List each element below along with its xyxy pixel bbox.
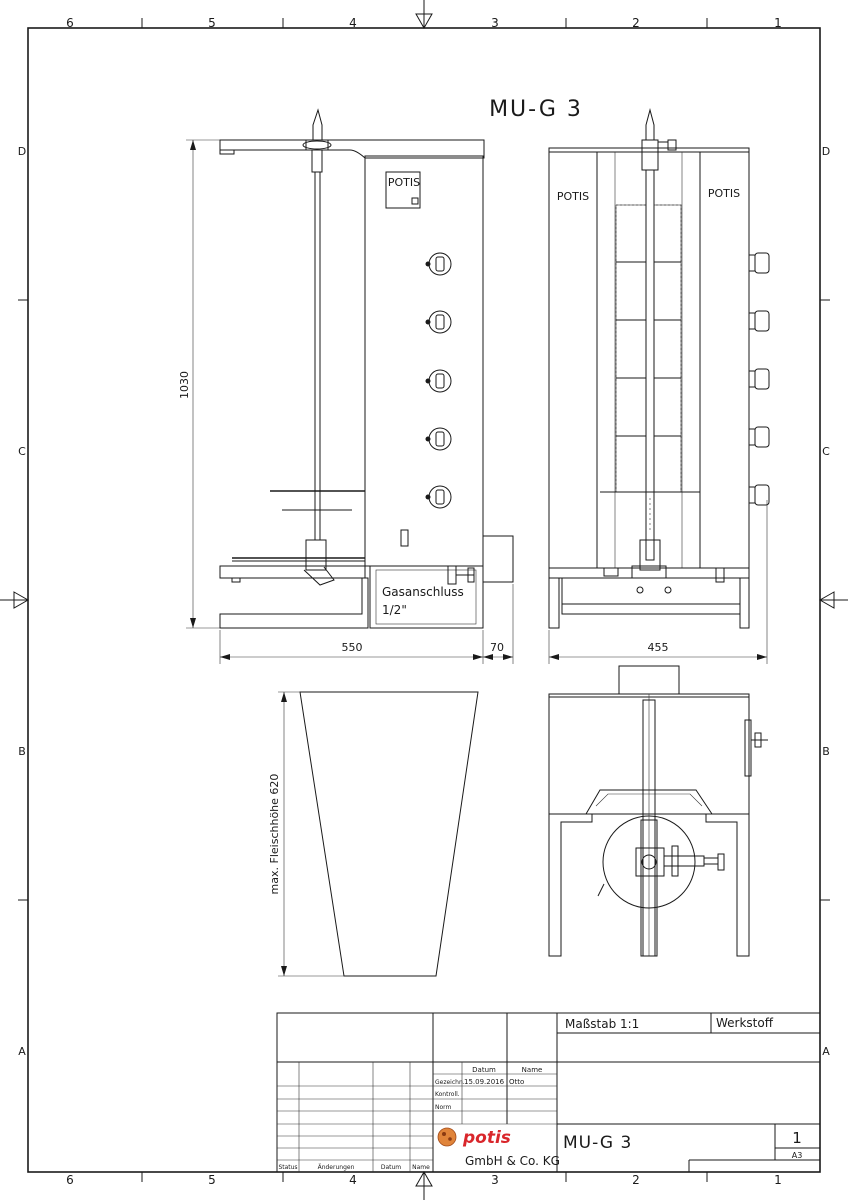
- title-block: Maßstab 1:1 Werkstoff Datum Name Gezeich…: [276, 1012, 821, 1173]
- footer-changes-label: Änderungen: [318, 1164, 355, 1171]
- meat-cone-view: max. Fleischhöhe 620: [268, 691, 479, 977]
- company-logo-text: potis: [462, 1128, 511, 1148]
- meat-height-dimension: max. Fleischhöhe 620: [268, 774, 281, 895]
- front-width-dimension: 455: [648, 641, 669, 654]
- zone-letter-left-b: B: [18, 745, 26, 758]
- knob-icon: [425, 427, 452, 451]
- side-brand-label: POTIS: [388, 176, 420, 189]
- zone-letter-right-b: B: [822, 745, 830, 758]
- front-view: POTIS POTIS: [548, 108, 770, 664]
- row-norm-label: Norm: [435, 1104, 452, 1111]
- row-checked-label: Kontroll.: [435, 1091, 460, 1098]
- footer-name-label: Name: [412, 1164, 430, 1171]
- knob-icon: [425, 252, 452, 276]
- zone-number-top-5: 5: [208, 16, 216, 30]
- zone-number-bottom-5: 5: [208, 1173, 216, 1187]
- zone-letter-right-c: C: [822, 445, 830, 458]
- side-knob-icon: [748, 426, 770, 448]
- zone-number-bottom-4: 4: [349, 1173, 357, 1187]
- zone-letter-left-c: C: [18, 445, 26, 458]
- zone-number-bottom-6: 6: [66, 1173, 74, 1187]
- zone-number-top-3: 3: [491, 16, 499, 30]
- zone-letter-right-a: A: [822, 1045, 830, 1058]
- zone-number-bottom-2: 2: [632, 1173, 640, 1187]
- footer-datum-label: Datum: [381, 1164, 401, 1171]
- side-view: POTIS Gasanschluss 1/2": [178, 108, 514, 664]
- side-knob-icon: [748, 252, 770, 274]
- switch-icon: [400, 529, 409, 547]
- column-name-header: Name: [522, 1066, 543, 1074]
- zone-number-bottom-1: 1: [774, 1173, 782, 1187]
- front-brand-left: POTIS: [557, 190, 589, 203]
- company-logo-icon: potis: [437, 1127, 511, 1148]
- gas-connection-size: 1/2": [382, 603, 407, 617]
- gas-connection-label: Gasanschluss: [382, 585, 464, 599]
- sheet-format: A3: [792, 1151, 803, 1160]
- knob-icon: [425, 310, 452, 334]
- knob-icon: [425, 369, 452, 393]
- footer-status-label: Status: [278, 1164, 297, 1171]
- zone-number-bottom-3: 3: [491, 1173, 499, 1187]
- knob-icon: [425, 485, 452, 509]
- drawn-date: 15.09.2016: [464, 1078, 505, 1086]
- row-drawn-label: Gezeichn.: [435, 1079, 465, 1086]
- sheet-number: 1: [792, 1129, 802, 1147]
- drawn-name: Otto: [509, 1078, 524, 1086]
- material-label: Werkstoff: [716, 1016, 774, 1030]
- drawing-title: MU-G 3: [489, 97, 583, 122]
- side-knob-icon: [748, 368, 770, 390]
- zone-number-top-6: 6: [66, 16, 74, 30]
- zone-number-top-2: 2: [632, 16, 640, 30]
- zone-letter-right-d: D: [822, 145, 830, 158]
- zone-number-top-1: 1: [774, 16, 782, 30]
- side-extra-dimension: 70: [490, 641, 504, 654]
- zone-letter-left-d: D: [18, 145, 26, 158]
- column-datum-header: Datum: [472, 1066, 496, 1074]
- company-name: GmbH & Co. KG: [465, 1154, 560, 1168]
- drawing-frame: [27, 27, 821, 1173]
- front-brand-right: POTIS: [708, 187, 740, 200]
- zone-letter-left-a: A: [18, 1045, 26, 1058]
- top-view: [548, 665, 768, 957]
- title-drawing-name: MU-G 3: [563, 1133, 632, 1153]
- side-knob-icon: [748, 484, 770, 506]
- zone-number-top-4: 4: [349, 16, 357, 30]
- scale-label: Maßstab 1:1: [565, 1017, 639, 1031]
- side-knob-icon: [748, 310, 770, 332]
- side-height-dimension: 1030: [178, 371, 191, 399]
- side-width-dimension: 550: [342, 641, 363, 654]
